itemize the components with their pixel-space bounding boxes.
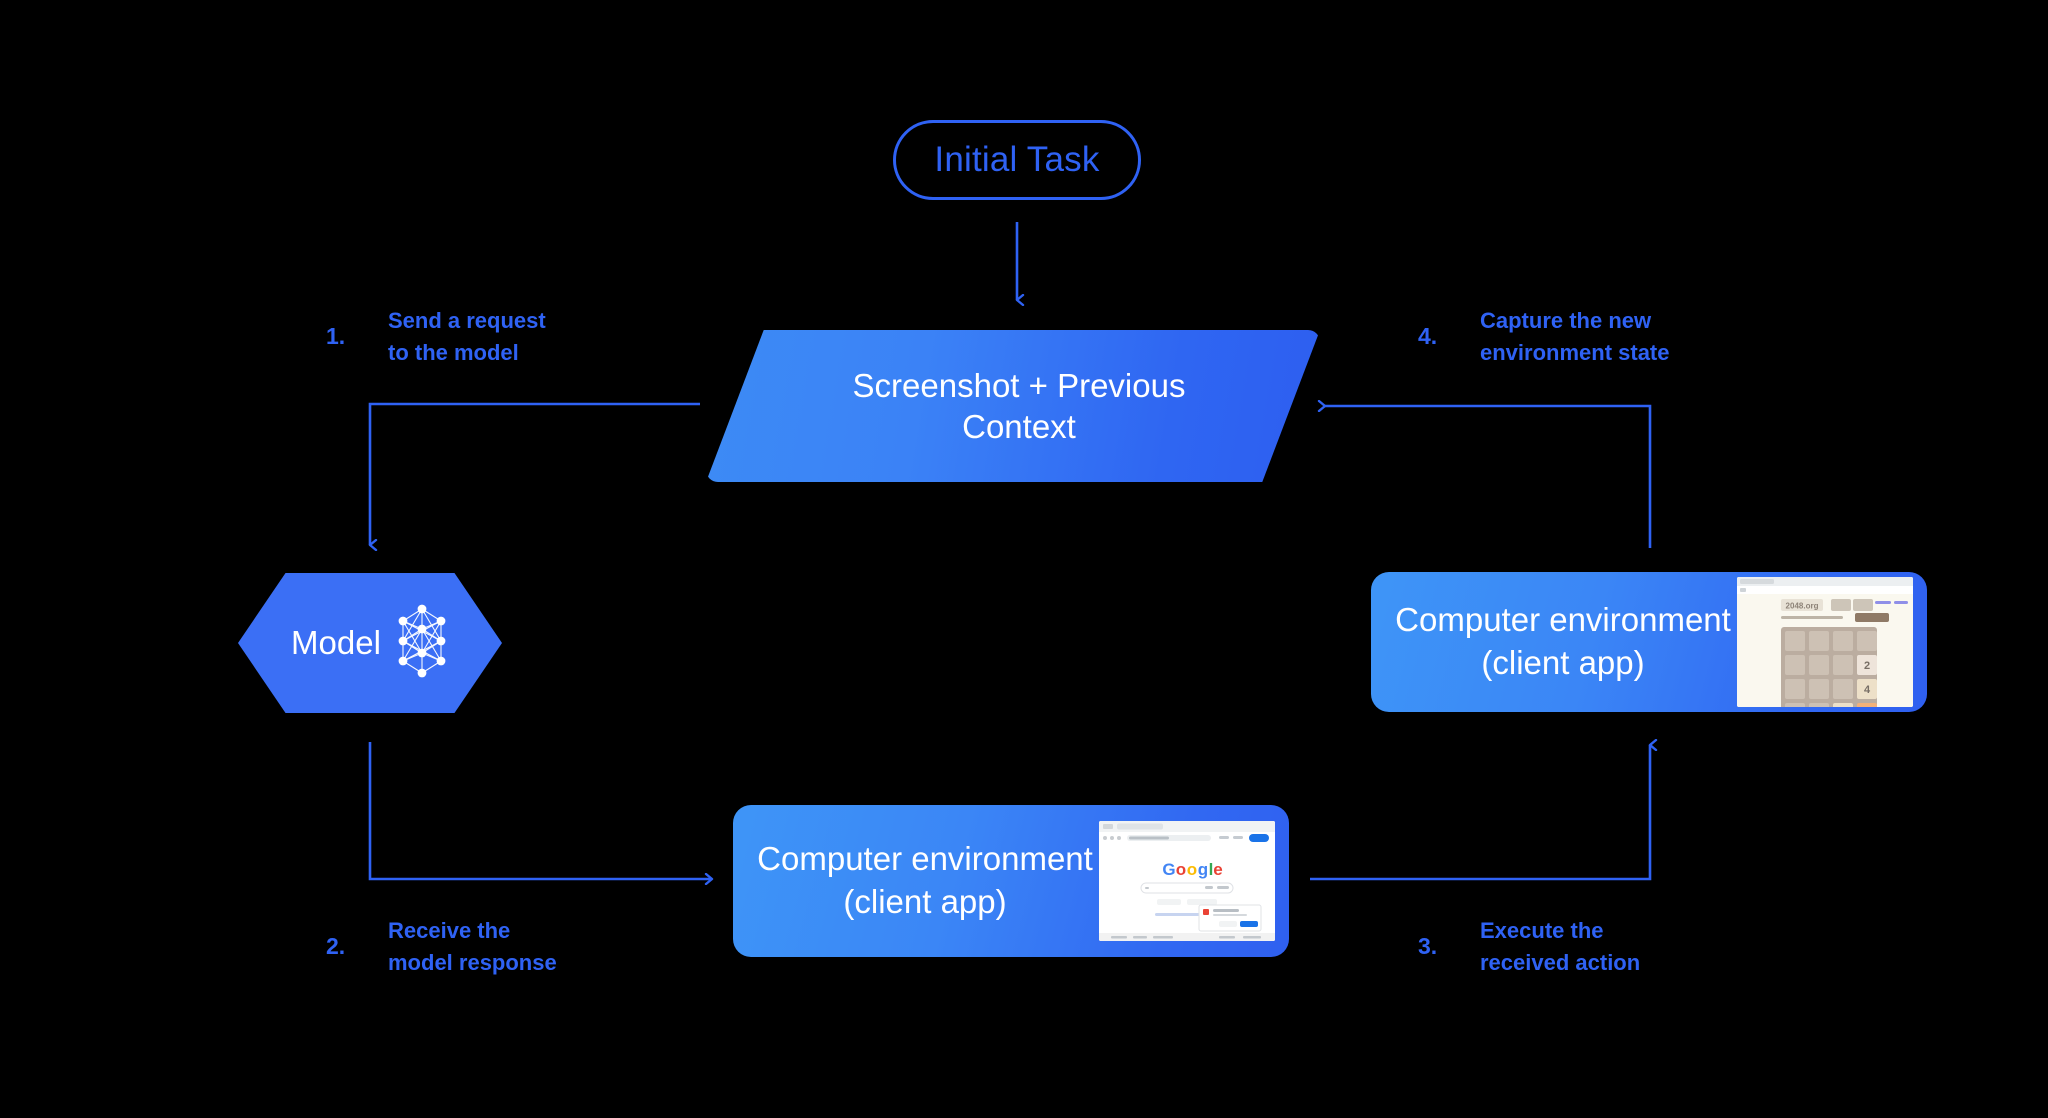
svg-text:4: 4 [1864,684,1871,696]
env-bottom-label: Computer environment (client app) [757,840,1093,920]
step-1-number: 1. [326,323,346,349]
neural-network-icon [395,603,449,684]
browser-google-search-thumbnail: G o o g l e [1099,821,1275,941]
step-3-text: Execute the received action [1480,918,1641,975]
step-1: 1. Send a request to the model [326,305,546,369]
wire-env-bottom-to-env-right [1310,745,1650,881]
step-1-text: Send a request to the model [388,308,546,365]
svg-text:2: 2 [1864,660,1870,672]
context-node[interactable]: Screenshot + Previous Context [706,330,1320,482]
svg-text:8: 8 [1864,706,1870,707]
svg-text:o: o [1187,860,1197,879]
step-4-number: 4. [1418,323,1438,349]
wire-env-right-to-context [1325,406,1652,548]
initial-task-label: Initial Task [934,140,1100,179]
step-3-number: 3. [1418,933,1438,959]
svg-text:G: G [1162,860,1175,879]
svg-text:e: e [1213,860,1222,879]
svg-text:4: 4 [1840,706,1847,707]
step-4-text: Capture the new environment state [1480,308,1670,365]
step-4: 4. Capture the new environment state [1418,305,1670,369]
env-right-node[interactable]: Computer environment (client app) 2048.o… [1371,572,1927,712]
context-node-label: Screenshot + Previous Context [852,366,1186,445]
wire-context-to-model [368,402,700,545]
step-2: 2. Receive the model response [326,915,557,979]
step-2-number: 2. [326,933,346,959]
svg-text:l: l [1209,860,1214,879]
2048-game-thumbnail: 2048.org 2 [1737,577,1913,707]
step-2-text: Receive the model response [388,918,557,975]
env-bottom-node[interactable]: Computer environment (client app) [733,805,1289,957]
svg-text:2048.org: 2048.org [1786,602,1819,611]
wire-model-to-env-bottom [368,742,712,879]
step-3: 3. Execute the received action [1418,915,1640,979]
svg-text:g: g [1198,860,1208,879]
svg-text:o: o [1176,860,1186,879]
env-right-label: Computer environment (client app) [1395,601,1731,681]
model-node-label: Model [291,624,381,661]
model-node[interactable]: Model [238,573,502,713]
initial-task-node[interactable]: Initial Task [893,120,1141,200]
